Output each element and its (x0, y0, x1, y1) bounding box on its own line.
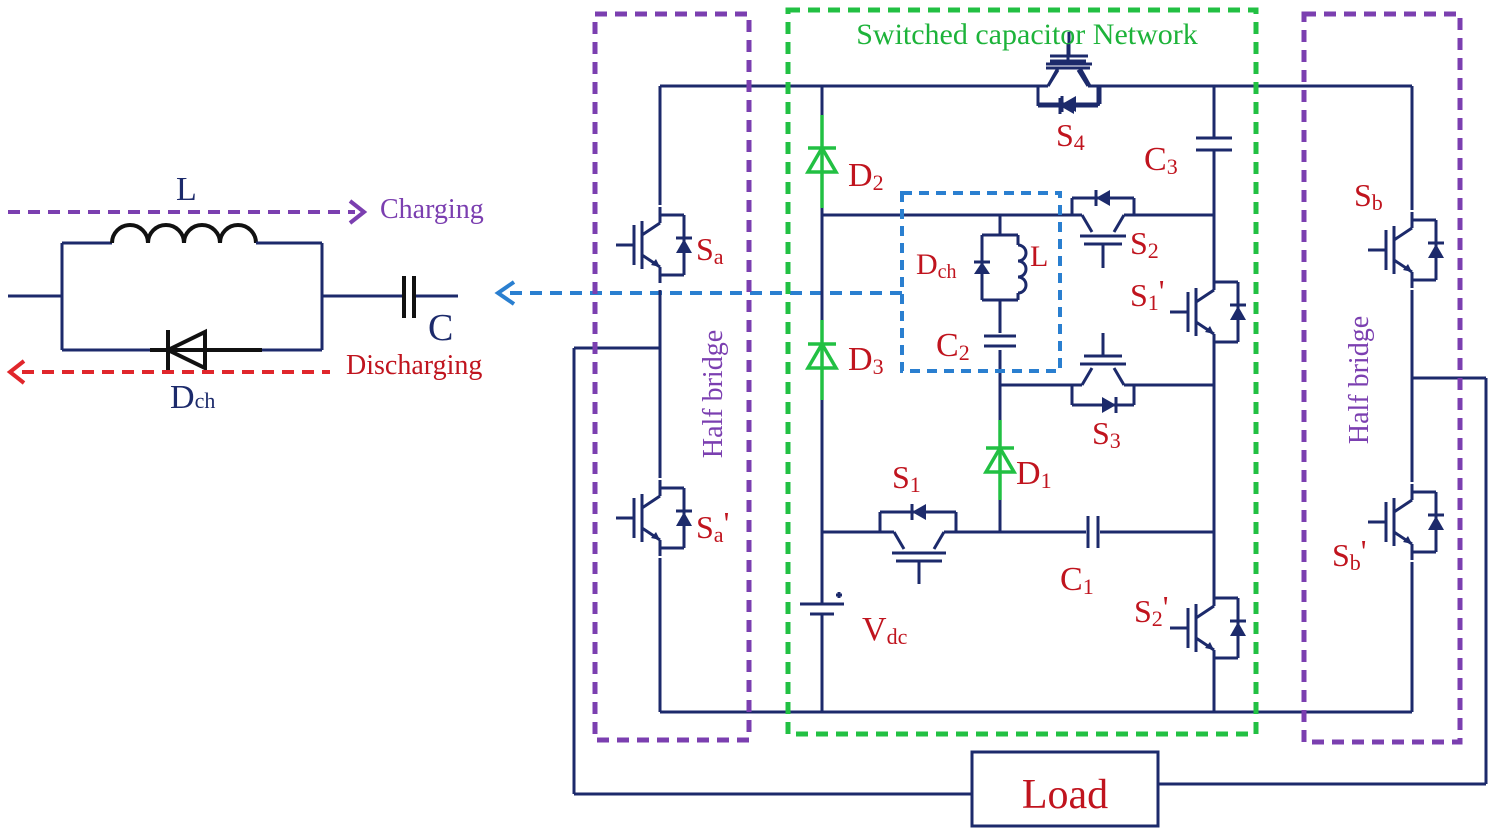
switch-s3-body (1068, 333, 1138, 413)
label-s1: S1 (892, 459, 921, 497)
discharging-label: Discharging (346, 350, 482, 381)
label-c3: C3 (1144, 141, 1178, 179)
switch-sb (1366, 210, 1446, 290)
network-diodes (804, 115, 1018, 500)
switch-s1p (1168, 272, 1248, 352)
label-d1: D1 (1016, 455, 1052, 493)
label-l: L (1030, 240, 1048, 273)
inset-branch (6, 199, 458, 385)
load-box (970, 750, 1160, 828)
switch-s2-body (1068, 190, 1138, 268)
label-vdc: Vdc (862, 611, 908, 649)
dc-source (800, 592, 844, 625)
capacitor-c2 (984, 334, 1016, 348)
label-c2: C2 (936, 327, 970, 365)
main-wiring (572, 84, 1488, 796)
network-box (785, 7, 1259, 737)
switch-sap (614, 478, 694, 558)
charging-label: Charging (380, 194, 484, 225)
inset-capacitor-label: C (428, 307, 453, 349)
label-dch: Dch (916, 248, 957, 283)
label-sa: Sa (696, 231, 724, 269)
dch-l-branch (974, 233, 1028, 302)
label-sb: Sb (1354, 177, 1383, 215)
label-s2: S2 (1130, 225, 1159, 263)
switch-s2p (1168, 588, 1248, 668)
inset-diode-label: Dch (170, 379, 215, 416)
label-sap: Sa' (696, 505, 729, 547)
capacitor-c3 (1196, 128, 1232, 158)
capacitor-c1 (1086, 516, 1100, 548)
load-label: Load (1022, 772, 1108, 818)
label-d2: D2 (848, 157, 884, 195)
diode-symbol (163, 328, 207, 372)
label-s2p: S2' (1134, 589, 1169, 631)
switch-sa (614, 205, 694, 285)
half-bridge-box-right (1301, 11, 1463, 745)
network-title: Switched capacitor Network (856, 18, 1198, 51)
switch-s1-body (878, 504, 958, 584)
label-d3: D3 (848, 341, 884, 379)
switch-s4-body (1034, 32, 1104, 112)
label-sbp: Sb' (1332, 533, 1367, 575)
label-c1: C1 (1060, 561, 1094, 599)
inductor-symbol (110, 223, 258, 244)
half-bridge-right-label: Half bridge (1344, 316, 1375, 444)
inset-inductor-label: L (176, 171, 197, 208)
label-s3: S3 (1092, 415, 1121, 453)
dch-l-box (900, 191, 1062, 373)
switch-sbp (1366, 482, 1446, 562)
label-s4: S4 (1056, 117, 1085, 155)
half-bridge-left-label: Half bridge (698, 330, 729, 458)
label-s1p: S1' (1130, 273, 1165, 315)
